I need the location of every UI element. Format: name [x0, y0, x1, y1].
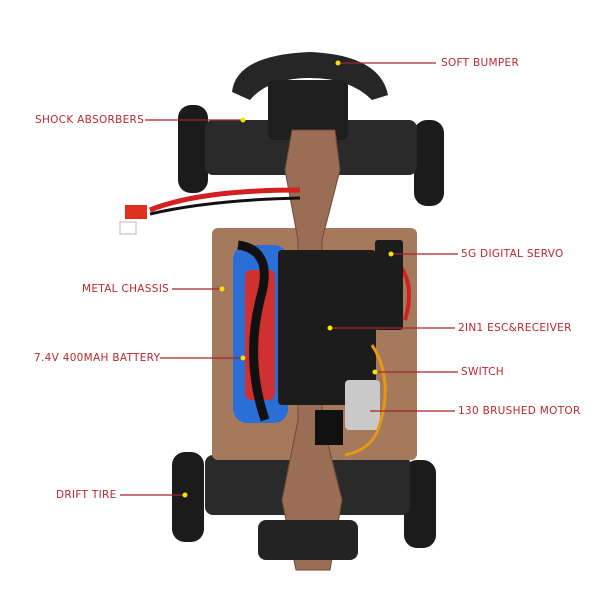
- marker-dot: [372, 369, 378, 375]
- marker-dot: [327, 325, 333, 331]
- rear-left-tire: [172, 452, 204, 542]
- marker-dot: [240, 117, 246, 123]
- marker-dot: [388, 251, 394, 257]
- soft-bumper: [232, 52, 388, 100]
- marker-dot: [182, 492, 188, 498]
- marker-dot: [219, 286, 225, 292]
- label-drift-tire: DRIFT TIRE: [56, 489, 117, 501]
- label-switch: SWITCH: [461, 366, 504, 378]
- label-soft-bumper: SOFT BUMPER: [441, 57, 520, 69]
- digital-servo: [375, 240, 403, 330]
- front-left-tire: [178, 105, 208, 193]
- label-shock-absorbers: SHOCK ABSORBERS: [35, 114, 145, 126]
- rear-right-tire: [404, 460, 436, 548]
- esc-receiver: [278, 250, 376, 405]
- label-digital-servo: 5G DIGITAL SERVO: [461, 248, 564, 260]
- marker-dot: [240, 355, 246, 361]
- marker-dot: [335, 60, 341, 66]
- label-motor: 130 BRUSHED MOTOR: [458, 405, 581, 417]
- label-esc-receiver: 2IN1 ESC&RECEIVER: [458, 322, 572, 334]
- front-right-tire: [414, 120, 444, 206]
- label-metal-chassis: METAL CHASSIS: [82, 283, 170, 295]
- label-battery: 7.4V 400MAH BATTERY: [34, 352, 161, 364]
- motor: [345, 380, 380, 430]
